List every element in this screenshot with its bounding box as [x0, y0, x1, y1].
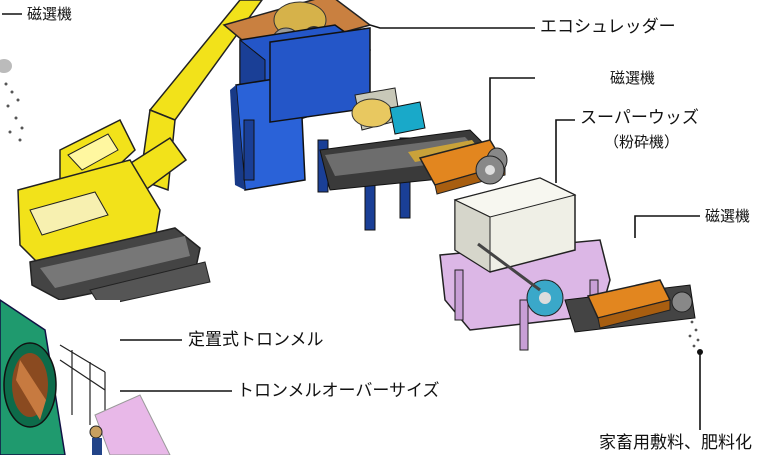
- leader-eco-shredder: [339, 15, 535, 29]
- falling-metal-left: [0, 59, 24, 142]
- label-trommel-oversize: トロンメルオーバーサイズ: [237, 381, 440, 401]
- label-magnet-top: 磁選機: [610, 69, 656, 87]
- leader-dot-output: [697, 349, 703, 355]
- output-particles: [688, 320, 700, 348]
- label-super-woods-sub: （粉砕機）: [604, 133, 680, 151]
- leader-super-woods: [555, 119, 575, 183]
- leader-magnet-top: [489, 77, 535, 148]
- leader-magnet-right: [634, 215, 700, 238]
- label-trommel: 定置式トロンメル: [188, 330, 324, 350]
- excavator-icon: [17, 0, 263, 307]
- label-magnet-left: 磁選機: [27, 5, 73, 23]
- magnetic-separator-right-icon: [586, 279, 672, 329]
- label-eco-shredder: エコシュレッダー: [540, 17, 676, 37]
- eco-shredder-icon: [222, 0, 426, 231]
- label-output: 家畜用敷料、肥料化: [599, 433, 752, 453]
- label-magnet-right: 磁選機: [705, 207, 751, 225]
- stationary-trommel-icon: [0, 299, 171, 455]
- label-super-woods: スーパーウッズ: [580, 108, 699, 128]
